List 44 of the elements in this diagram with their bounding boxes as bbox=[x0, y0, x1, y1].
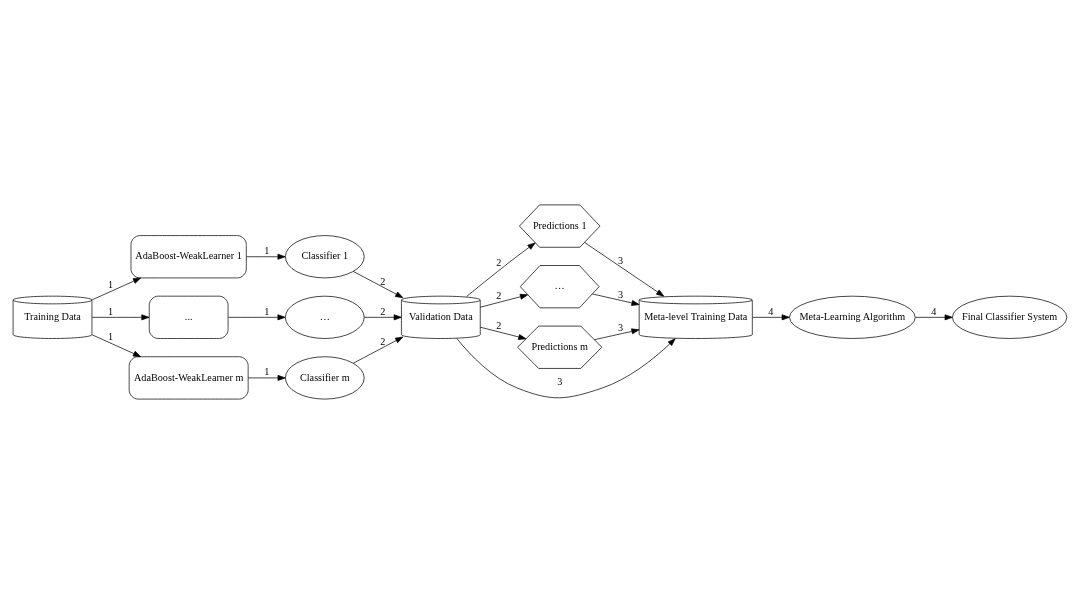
edge-label: 1 bbox=[108, 330, 114, 342]
arrow bbox=[915, 313, 953, 320]
arrow bbox=[91, 277, 142, 300]
edge-label: 3 bbox=[618, 254, 624, 266]
arrow bbox=[752, 313, 790, 320]
node-ellipse: Final Classifier System bbox=[952, 295, 1068, 339]
edge-label: 2 bbox=[380, 335, 386, 347]
arrow bbox=[456, 337, 676, 398]
edge-label: 2 bbox=[496, 256, 502, 268]
edge-label: 1 bbox=[264, 365, 270, 377]
edge-label: 3 bbox=[557, 375, 563, 387]
arrow bbox=[352, 270, 404, 298]
arrow bbox=[592, 293, 640, 306]
edge-label: 2 bbox=[496, 289, 502, 301]
arrow bbox=[247, 374, 286, 381]
arrow bbox=[466, 242, 536, 297]
edge-label: 1 bbox=[264, 244, 270, 256]
node-ellipse: … bbox=[285, 295, 365, 339]
node-ellipse: Classifier 1 bbox=[285, 234, 365, 278]
node-box: ... bbox=[148, 295, 229, 339]
edge-label: 1 bbox=[108, 305, 114, 317]
edge-label: 2 bbox=[380, 275, 386, 287]
edge-label: 2 bbox=[496, 319, 502, 331]
arrow bbox=[91, 313, 150, 320]
arrow bbox=[480, 326, 527, 340]
arrow bbox=[480, 293, 529, 308]
arrow bbox=[246, 253, 286, 260]
node-box: AdaBoost-WeakLearner 1 bbox=[130, 234, 247, 278]
node-box: AdaBoost-WeakLearner m bbox=[128, 355, 249, 399]
edge-label: 3 bbox=[618, 288, 624, 300]
edge-label: 1 bbox=[108, 278, 114, 290]
arrow bbox=[227, 313, 286, 320]
edge-label: 4 bbox=[931, 305, 937, 317]
edge-label: 1 bbox=[264, 305, 270, 317]
node-ellipse: Meta-Learning Algorithm bbox=[789, 295, 916, 339]
node-ellipse: Classifier m bbox=[285, 355, 365, 399]
edge-label: 3 bbox=[618, 321, 624, 333]
edge-label: 4 bbox=[768, 305, 774, 317]
arrow bbox=[91, 334, 142, 357]
edge-label: 2 bbox=[380, 305, 386, 317]
arrow bbox=[594, 328, 640, 340]
arrow bbox=[352, 336, 404, 364]
arrow bbox=[363, 313, 402, 320]
arrow bbox=[584, 241, 665, 297]
